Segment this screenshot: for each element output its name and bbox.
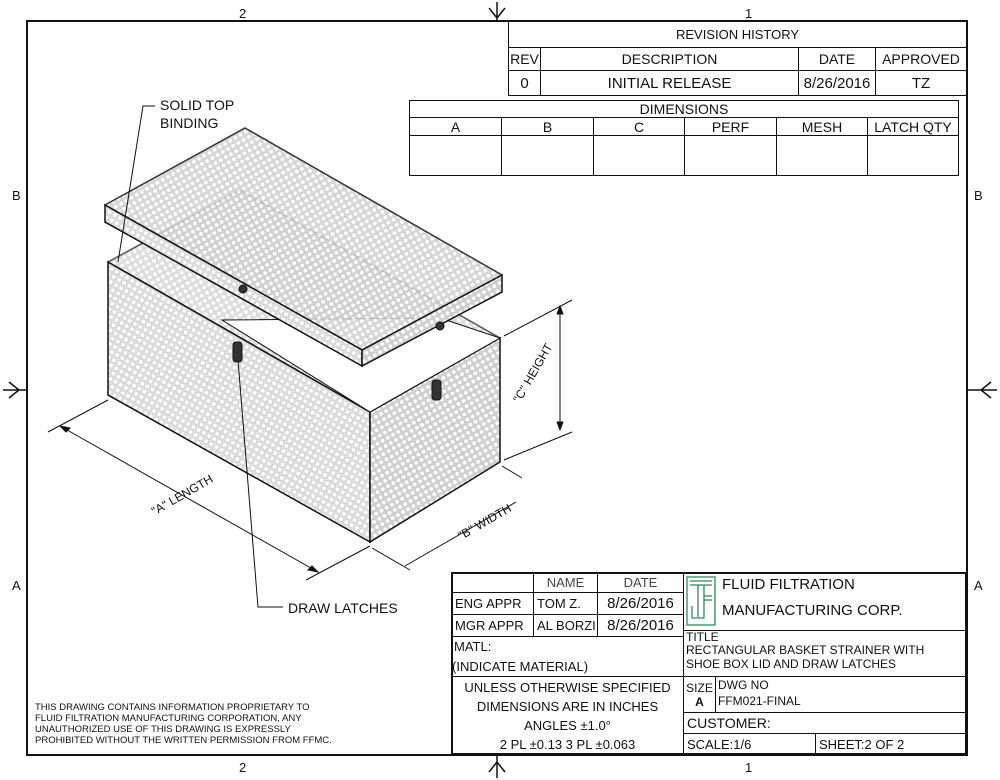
date-header: DATE	[597, 572, 684, 593]
callout-binding: BINDING	[160, 115, 219, 131]
zone-left-b: B	[12, 188, 21, 203]
size-label: SIZE	[686, 680, 713, 695]
zone-right-b: B	[974, 188, 983, 203]
mgr-appr-name: AL BORZI	[533, 614, 598, 637]
description-value: INITIAL RELEASE	[540, 70, 799, 96]
notice-line: THIS DRAWING CONTAINS INFORMATION PROPRI…	[35, 702, 310, 713]
date-header: DATE	[798, 47, 876, 71]
dimensions-title: DIMENSIONS	[409, 100, 959, 118]
approved-header: APPROVED	[875, 47, 967, 71]
name-header: NAME	[533, 572, 598, 593]
rev-value: 0	[508, 70, 541, 96]
dwg-no-label: DWG NO	[718, 678, 769, 692]
zone-bottom-1: 1	[745, 760, 753, 775]
company-name-2: MANUFACTURING CORP.	[722, 602, 903, 619]
zone-top-1: 1	[745, 6, 753, 21]
customer-label: CUSTOMER:	[683, 712, 967, 734]
dimension-lines	[47, 105, 573, 608]
blank-cell	[451, 572, 534, 593]
scale-value: SCALE:1/6	[683, 733, 816, 755]
company-logo	[686, 576, 716, 626]
approved-value: TZ	[875, 70, 967, 96]
size-cell: SIZE A	[683, 676, 716, 713]
dim-header-latch-qty: LATCH QTY	[867, 117, 959, 136]
material-value: (INDICATE MATERIAL)	[452, 659, 589, 674]
title-line-1: RECTANGULAR BASKET STRAINER WITH	[686, 643, 925, 657]
dim-value-latch-qty[interactable]	[867, 135, 959, 176]
zone-left-a: A	[12, 578, 21, 593]
zone-top-2: 2	[239, 6, 247, 21]
size-value: A	[695, 694, 704, 709]
dim-header-c: C	[593, 117, 685, 136]
notice-line: UNAUTHORIZED USE OF THIS DRAWING IS EXPR…	[35, 724, 291, 735]
zone-bottom-2: 2	[239, 760, 247, 775]
tolerance-line: 2 PL ±0.13 3 PL ±0.063	[499, 736, 636, 752]
dim-header-perf: PERF	[684, 117, 777, 136]
tolerance-note: UNLESS OTHERWISE SPECIFIED DIMENSIONS AR…	[451, 676, 684, 755]
proprietary-notice: THIS DRAWING CONTAINS INFORMATION PROPRI…	[35, 702, 332, 746]
dim-value-c[interactable]	[593, 135, 685, 176]
callout-draw-latches: DRAW LATCHES	[288, 600, 398, 616]
date-value: 8/26/2016	[798, 70, 876, 96]
title-line-2: SHOE BOX LID AND DRAW LATCHES	[686, 657, 897, 671]
dim-header-b: B	[501, 117, 594, 136]
dim-value-b[interactable]	[501, 135, 594, 176]
mgr-appr-label: MGR APPR	[451, 614, 534, 637]
rev-header: REV	[508, 47, 541, 71]
latch-icons	[232, 284, 445, 401]
tolerance-line: UNLESS OTHERWISE SPECIFIED	[464, 679, 671, 695]
description-header: DESCRIPTION	[540, 47, 799, 71]
tolerance-line: DIMENSIONS ARE IN INCHES	[476, 698, 659, 714]
tolerance-line: ANGLES ±1.0°	[524, 717, 611, 733]
sheet-value: SHEET:2 OF 2	[815, 733, 967, 755]
revision-title: REVISION HISTORY	[508, 21, 967, 48]
basket-lid	[103, 127, 504, 368]
dim-value-mesh[interactable]	[776, 135, 868, 176]
eng-appr-label: ENG APPR	[451, 592, 534, 615]
notice-line: PROHIBITED WITHOUT THE WRITTEN PERMISSIO…	[35, 735, 332, 746]
centering-marks	[3, 2, 997, 778]
eng-appr-date: 8/26/2016	[597, 592, 684, 615]
eng-appr-name: TOM Z.	[533, 592, 598, 615]
title-label: TITLE	[686, 630, 719, 644]
dim-value-perf[interactable]	[684, 135, 777, 176]
callout-solid-top: SOLID TOP	[160, 97, 235, 113]
material-label: MATL:	[454, 639, 492, 654]
company-name-1: FLUID FILTRATION	[722, 576, 855, 593]
notice-line: FLUID FILTRATION MANUFACTURING CORPORATI…	[35, 713, 302, 724]
dwg-no-value: FFM021-FINAL	[718, 694, 801, 708]
dim-header-mesh: MESH	[776, 117, 868, 136]
mgr-appr-date: 8/26/2016	[597, 614, 684, 637]
dim-value-a[interactable]	[409, 135, 502, 176]
dim-header-a: A	[409, 117, 502, 136]
zone-right-a: A	[974, 578, 983, 593]
